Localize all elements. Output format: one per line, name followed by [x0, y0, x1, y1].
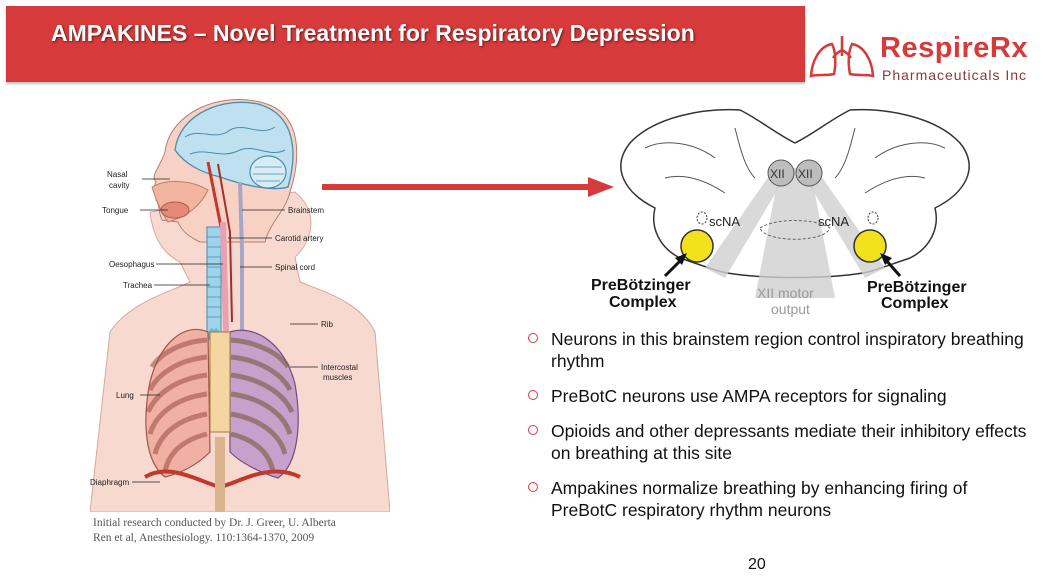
title-bar: AMPAKINES – Novel Treatment for Respirat… [6, 6, 805, 82]
label-lung: Lung [116, 391, 134, 400]
label-spinal: Spinal cord [275, 263, 315, 272]
label-scna-right: scNA [818, 214, 849, 229]
bullet-list: Neurons in this brainstem region control… [528, 328, 1028, 534]
label-nasal: Nasal [107, 170, 128, 179]
label-trachea: Trachea [123, 281, 153, 290]
slide-title: AMPAKINES – Novel Treatment for Respirat… [51, 20, 695, 46]
label-prebotc-left-1: PreBötzinger [591, 277, 691, 294]
label-rib: Rib [321, 320, 334, 329]
circle-bullet-icon [528, 425, 538, 435]
label-prebotc-right-1: PreBötzinger [867, 279, 967, 296]
label-prebotc-left-2: Complex [609, 294, 677, 311]
label-motor-output-1: XII motor [757, 285, 814, 301]
page-number: 20 [748, 556, 766, 573]
label-scna-left: scNA [709, 214, 740, 229]
label-motor-output-2: output [771, 301, 810, 317]
citation: Initial research conducted by Dr. J. Gre… [93, 516, 336, 546]
label-intercostal: Intercostal [321, 363, 358, 372]
circle-bullet-icon [528, 482, 538, 492]
label-cavity: cavity [109, 181, 129, 190]
citation-line-2: Ren et al, Anesthesiology. 110:1364-1370… [93, 532, 315, 544]
respiratory-anatomy-illustration: Nasal cavity Tongue Oesophagus Trachea L… [90, 98, 390, 512]
label-xii-left: XII [770, 167, 785, 181]
logo-subtitle: Pharmaceuticals Inc [882, 67, 1028, 83]
circle-bullet-icon [528, 333, 538, 343]
citation-line-1: Initial research conducted by Dr. J. Gre… [93, 517, 336, 529]
label-diaphragm: Diaphragm [90, 478, 129, 487]
pointer-arrow-icon [322, 177, 614, 197]
label-carotid: Carotid artery [275, 234, 323, 243]
bullet-item: PreBotC neurons use AMPA receptors for s… [528, 385, 1028, 407]
bullet-item: Ampakines normalize breathing by enhanci… [528, 477, 1028, 521]
bullet-item: Neurons in this brainstem region control… [528, 328, 1028, 372]
label-brainstem: Brainstem [288, 206, 324, 215]
label-xii-right: XII [798, 167, 813, 181]
circle-bullet-icon [528, 390, 538, 400]
label-tongue: Tongue [102, 206, 129, 215]
logo-name: RespireRx [880, 32, 1028, 64]
bullet-item: Opioids and other depressants mediate th… [528, 420, 1028, 464]
brainstem-section-diagram: XII XII scNA scNA PreBötzinger Complex P… [591, 108, 970, 317]
label-prebotc-right-2: Complex [881, 295, 949, 312]
company-logo: RespireRx Pharmaceuticals Inc [808, 30, 1038, 83]
label-muscles: muscles [323, 373, 352, 382]
lungs-logo-icon [809, 36, 875, 78]
label-oesophagus: Oesophagus [109, 260, 154, 269]
